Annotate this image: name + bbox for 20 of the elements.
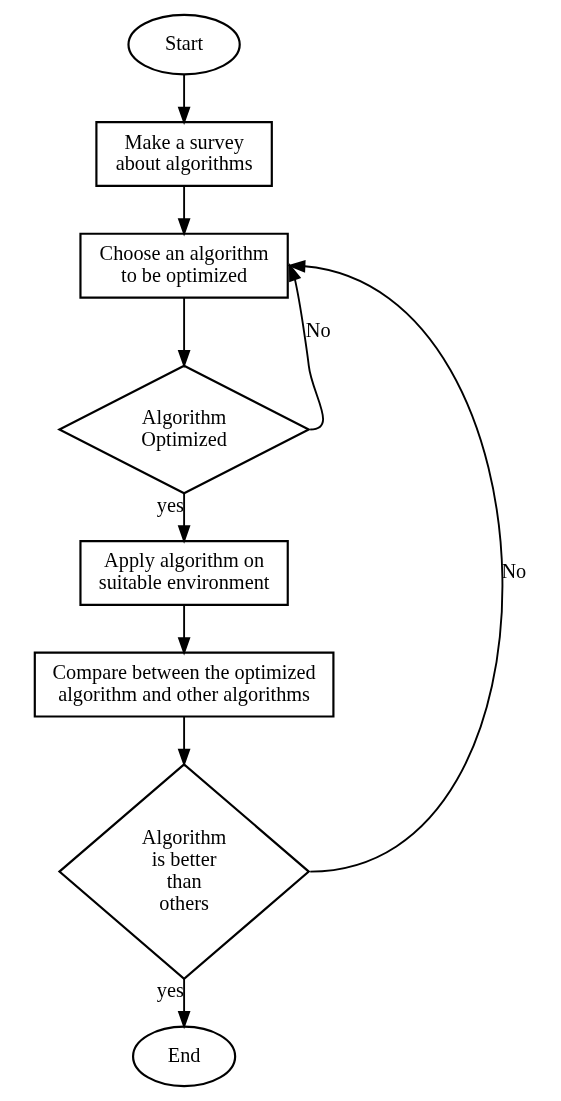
arrow — [177, 977, 191, 1030]
node-box: Choose an algorithm to be optimized — [79, 232, 289, 299]
node-box: Apply algorithm on suitable environment — [79, 540, 289, 606]
edge-label: No — [305, 318, 331, 341]
node-box: Compare between the optimized algorithm and other algorithms — [33, 651, 335, 718]
node-diamond: Algorithm is better than others — [57, 762, 311, 981]
arrow — [177, 296, 191, 369]
arrow — [177, 73, 191, 125]
node-box: Make a survey about algorithms — [95, 121, 273, 187]
edge-label: yes — [156, 493, 184, 516]
arrow — [177, 185, 191, 237]
arrow — [177, 492, 191, 544]
arrow — [177, 715, 191, 767]
arrow — [287, 259, 504, 873]
node-ellipse: End — [131, 1025, 237, 1088]
edge-label: yes — [156, 979, 184, 1002]
node-diamond: Algorithm Optimized — [57, 364, 312, 495]
node-ellipse: Start — [127, 13, 241, 76]
arrow — [177, 604, 191, 656]
arrow — [288, 263, 325, 431]
